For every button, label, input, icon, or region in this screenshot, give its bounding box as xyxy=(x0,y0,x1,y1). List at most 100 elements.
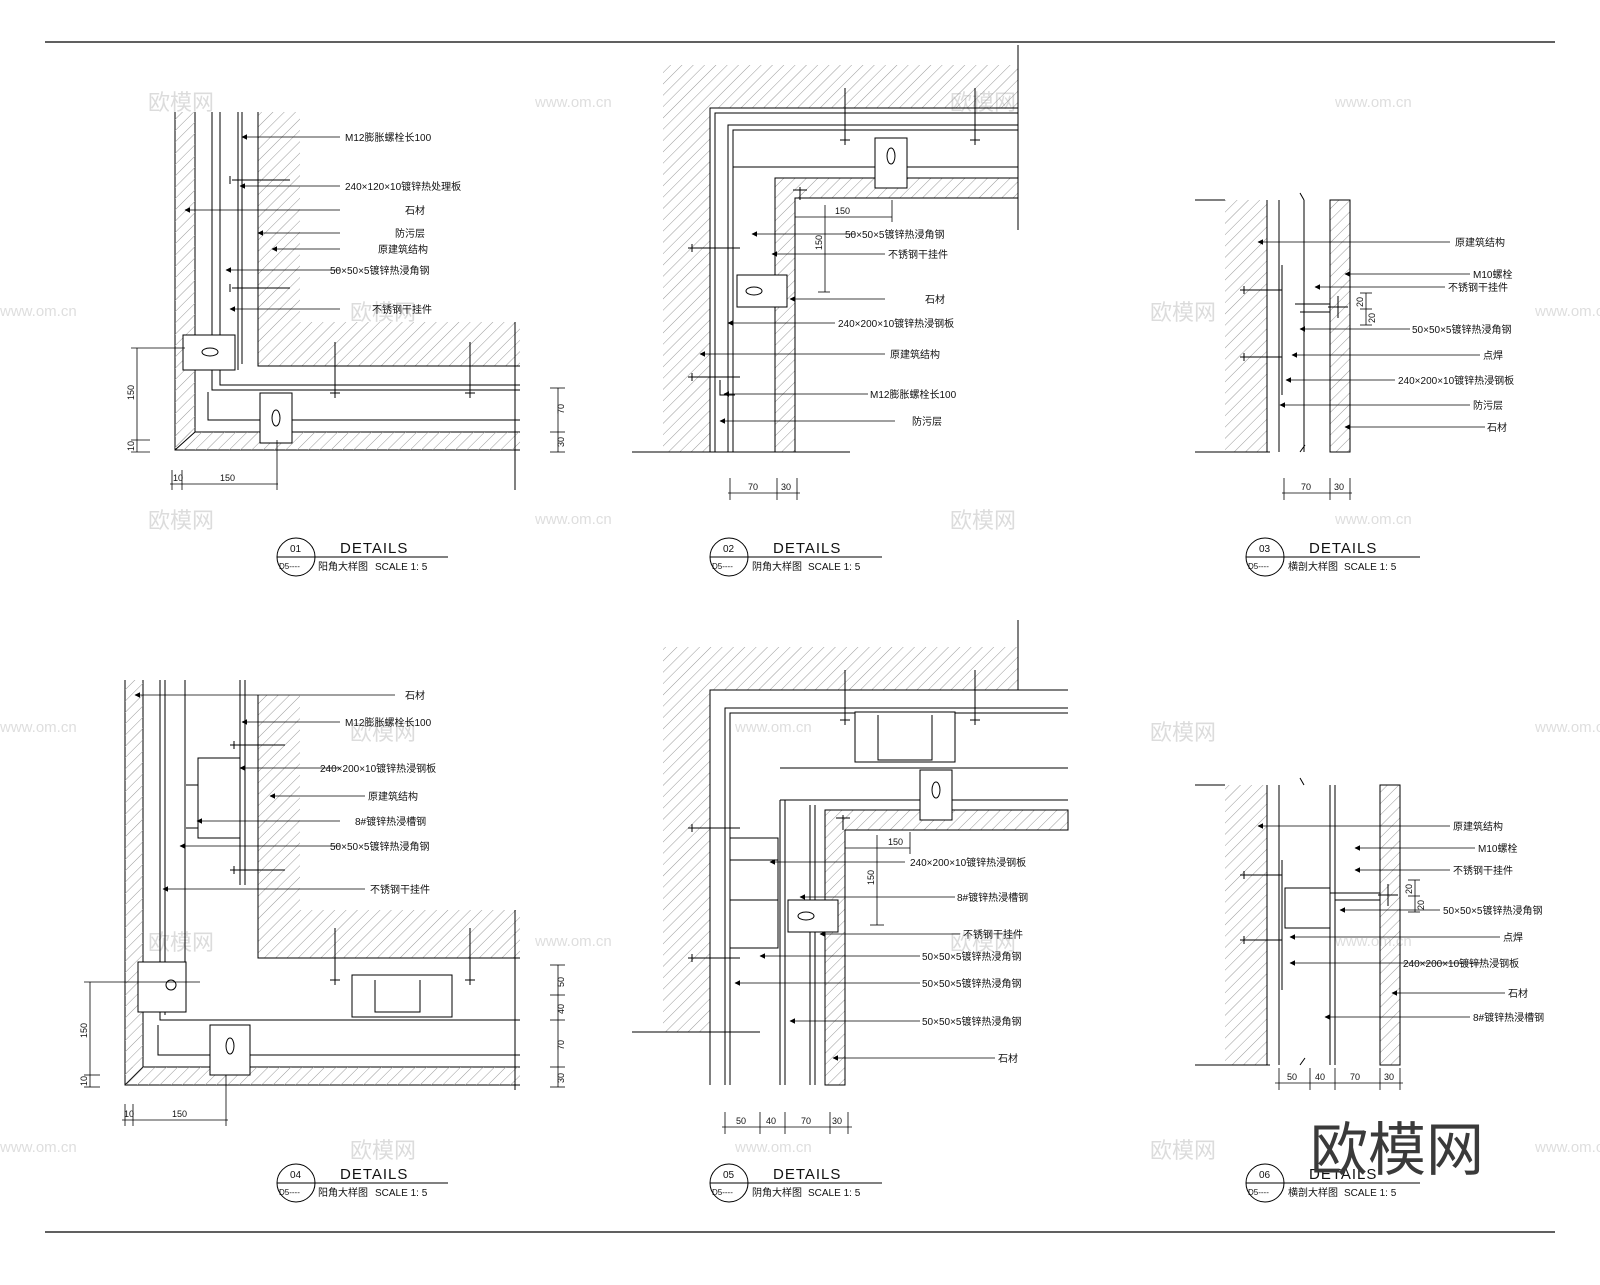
detail-06-number: 06 xyxy=(1259,1170,1271,1181)
detail-06-leaders xyxy=(1257,823,1505,1020)
detail-06-label: 点焊 xyxy=(1503,932,1523,944)
detail-04-leaders xyxy=(134,692,395,892)
detail-01-sheet-ref: D5---- xyxy=(279,562,300,571)
detail-01-title-block: 01 D5---- DETAILS 阳角大样图 SCALE 1: 5 xyxy=(276,537,448,577)
detail-06-title-block: 06 D5---- DETAILS 横剖大样图 SCALE 1: 5 xyxy=(1245,1163,1420,1203)
detail-03-dim: 20 xyxy=(1367,313,1377,323)
watermark-url: www.om.cn xyxy=(0,719,77,736)
detail-06-dim: 20 xyxy=(1416,900,1426,910)
detail-06-dimensions xyxy=(1275,879,1420,1090)
detail-03-label: 原建筑结构 xyxy=(1455,236,1505,249)
detail-02-dim: 150 xyxy=(835,206,850,216)
watermark-url: www.om.cn xyxy=(0,303,77,320)
detail-06-dim: 70 xyxy=(1350,1072,1360,1082)
detail-01-dim: 70 xyxy=(556,404,566,414)
detail-05-name: 阴角大样图 xyxy=(752,1186,802,1199)
watermark: 欧模网 xyxy=(950,931,1016,956)
detail-04-label: 240×200×10镀锌热浸钢板 xyxy=(320,762,436,775)
detail-04-label: M12膨胀螺栓长100 xyxy=(345,716,432,729)
detail-01-number: 01 xyxy=(290,544,302,555)
detail-02-leaders xyxy=(699,231,895,424)
detail-04-label: 不锈钢干挂件 xyxy=(370,883,430,896)
detail-06-dim: 40 xyxy=(1315,1072,1325,1082)
detail-04-number: 04 xyxy=(290,1170,302,1181)
detail-01-title: DETAILS xyxy=(340,540,408,557)
detail-06-scale: SCALE 1: 5 xyxy=(1344,1188,1397,1199)
detail-03-label: M10螺栓 xyxy=(1473,268,1512,281)
detail-02-dim: 30 xyxy=(781,482,791,492)
detail-01-dim: 150 xyxy=(126,385,136,400)
detail-04-dim: 150 xyxy=(79,1023,89,1038)
detail-01-label: 石材 xyxy=(405,204,425,217)
watermark: 欧模网 xyxy=(1150,301,1216,326)
detail-05-label: 240×200×10镀锌热浸钢板 xyxy=(910,856,1026,869)
detail-06-label: 240×200×10镀锌热浸钢板 xyxy=(1403,957,1519,970)
detail-02-label: 防污层 xyxy=(912,415,942,428)
watermark: 欧模网 xyxy=(350,1139,416,1164)
detail-04-dim: 40 xyxy=(556,1004,566,1014)
detail-05 xyxy=(632,620,1069,1086)
detail-01-label: M12膨胀螺栓长100 xyxy=(345,131,432,144)
detail-02-title-block: 02 D5---- DETAILS 阴角大样图 SCALE 1: 5 xyxy=(709,537,882,577)
detail-02-dim: 70 xyxy=(748,482,758,492)
detail-04-sheet-ref: D5---- xyxy=(279,1188,300,1197)
detail-03-label: 防污层 xyxy=(1473,399,1503,412)
detail-06-label: 石材 xyxy=(1508,987,1528,1000)
detail-05-label: 石材 xyxy=(998,1052,1018,1065)
detail-03-dim: 20 xyxy=(1355,297,1365,307)
detail-01-label: 不锈钢干挂件 xyxy=(372,303,432,316)
watermark: 欧模网 xyxy=(148,931,214,956)
detail-04-dim: 10 xyxy=(124,1109,134,1119)
detail-06 xyxy=(1195,777,1401,1066)
detail-03-dimensions xyxy=(1282,292,1372,500)
detail-03-label: 240×200×10镀锌热浸钢板 xyxy=(1398,374,1514,387)
watermark: 欧模网 xyxy=(350,721,416,746)
watermark-url: www.om.cn xyxy=(1534,1139,1600,1156)
detail-04 xyxy=(124,680,520,1090)
detail-06-dim: 20 xyxy=(1404,884,1414,894)
detail-06-label: M10螺栓 xyxy=(1478,842,1517,855)
detail-02-label: 原建筑结构 xyxy=(890,348,940,361)
detail-01-dim: 30 xyxy=(556,437,566,447)
detail-03-leaders xyxy=(1257,239,1485,430)
watermark: 欧模网 xyxy=(148,91,214,116)
detail-04-label: 8#镀锌热浸槽钢 xyxy=(355,815,426,828)
detail-06-label: 50×50×5镀锌热浸角钢 xyxy=(1443,904,1543,917)
detail-02-dim: 150 xyxy=(814,235,824,250)
detail-05-dim: 50 xyxy=(736,1116,746,1126)
watermark-url: www.om.cn xyxy=(0,1139,77,1156)
detail-04-label: 石材 xyxy=(405,689,425,702)
detail-05-leaders xyxy=(734,859,995,1061)
detail-02-label: 石材 xyxy=(925,293,945,306)
detail-05-label: 50×50×5镀锌热浸角钢 xyxy=(922,950,1022,963)
detail-04-dim: 150 xyxy=(172,1109,187,1119)
watermark-url: www.om.cn xyxy=(1534,719,1600,736)
watermark-url: www.om.cn xyxy=(1334,511,1412,528)
detail-03-title-block: 03 D5---- DETAILS 横剖大样图 SCALE 1: 5 xyxy=(1245,537,1420,577)
watermark-url: www.om.cn xyxy=(734,1139,812,1156)
detail-01-dim: 10 xyxy=(126,441,136,451)
watermark: 欧模网 xyxy=(350,301,416,326)
watermark: 欧模网 xyxy=(1150,721,1216,746)
detail-03-sheet-ref: D5---- xyxy=(1248,562,1269,571)
detail-01-dim: 150 xyxy=(220,473,235,483)
brand-logo-text: 欧模网 xyxy=(1310,1116,1484,1184)
detail-01-dimensions xyxy=(131,347,565,490)
detail-02-scale: SCALE 1: 5 xyxy=(808,562,861,573)
watermarks: 欧模网 www.om.cn 欧模网 www.om.cn www.om.cn 欧模… xyxy=(0,91,1600,1164)
detail-05-dimensions xyxy=(722,832,911,1134)
detail-02-number: 02 xyxy=(723,544,735,555)
detail-03-title: DETAILS xyxy=(1309,540,1377,557)
detail-01 xyxy=(174,112,520,490)
detail-04-dim: 30 xyxy=(556,1073,566,1083)
detail-02-sheet-ref: D5---- xyxy=(712,562,733,571)
detail-03-label: 点焊 xyxy=(1483,350,1503,362)
detail-05-title-block: 05 D5---- DETAILS 阴角大样图 SCALE 1: 5 xyxy=(709,1163,882,1203)
detail-05-dim: 40 xyxy=(766,1116,776,1126)
watermark-url: www.om.cn xyxy=(734,719,812,736)
detail-01-name: 阳角大样图 xyxy=(318,560,368,573)
detail-05-number: 05 xyxy=(723,1170,735,1181)
detail-03 xyxy=(1195,192,1351,453)
detail-03-number: 03 xyxy=(1259,544,1271,555)
